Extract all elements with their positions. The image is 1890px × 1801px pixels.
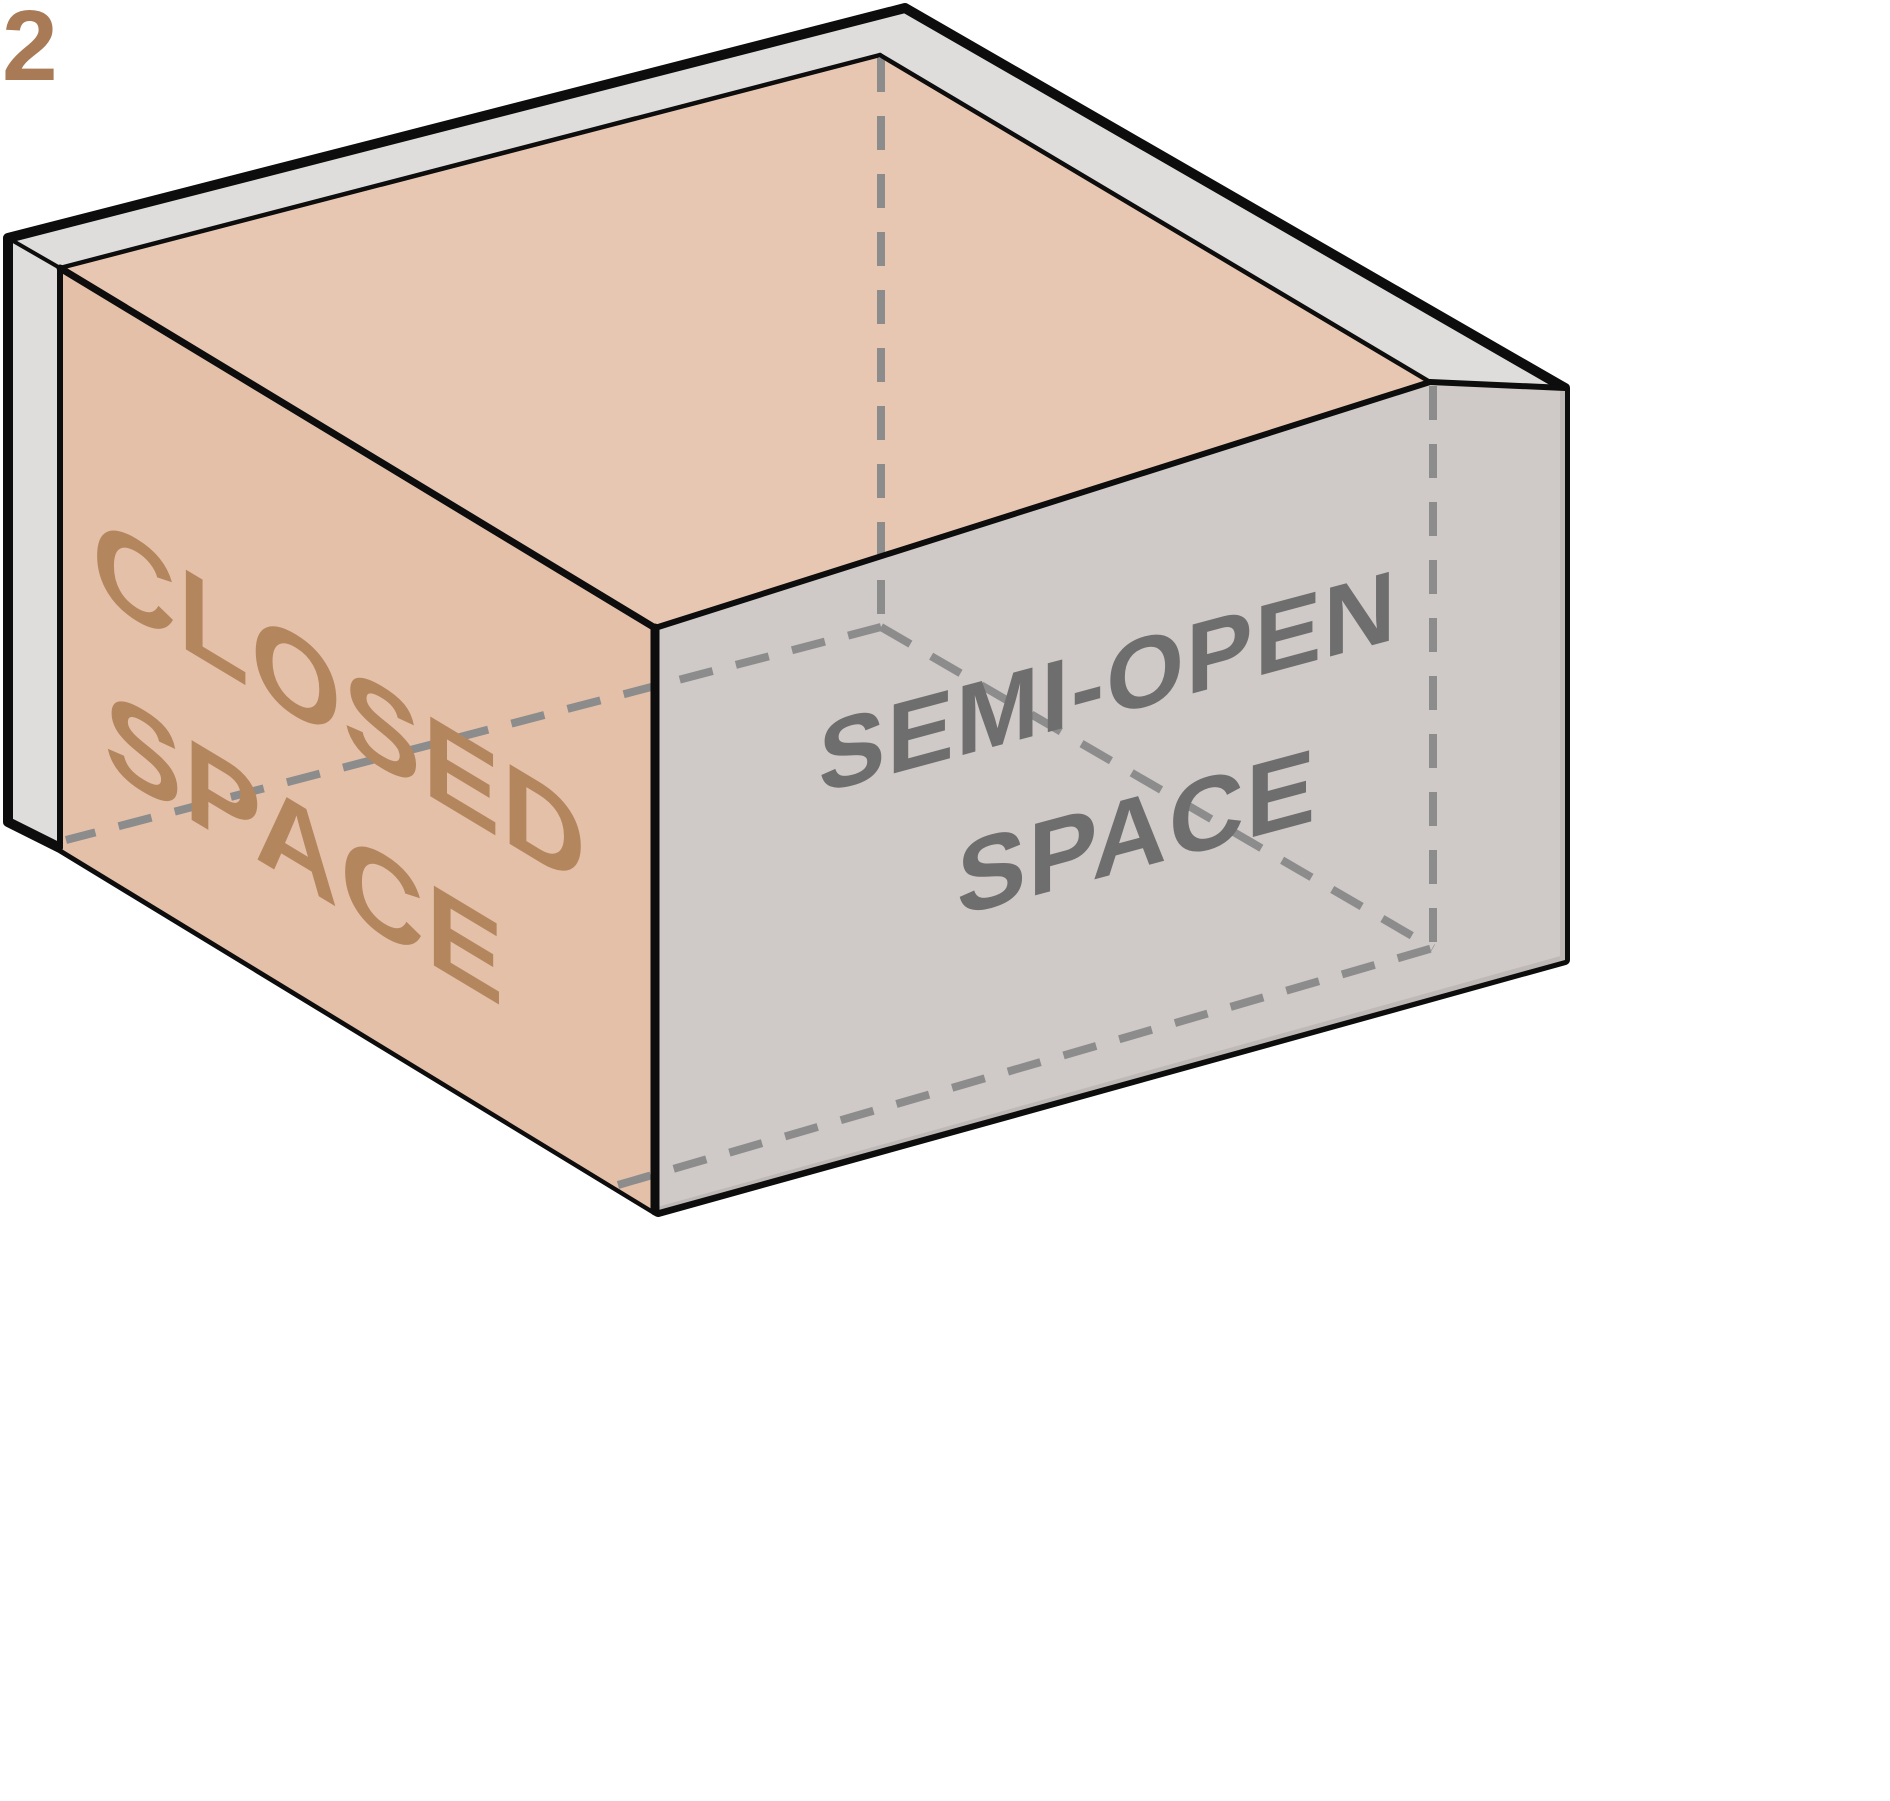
hidden-edges-group [64, 58, 1437, 1189]
edge-left-strip-top [6, 236, 62, 270]
edge-inner-rim-left [57, 52, 883, 271]
solid-edges-group [6, 52, 1568, 1216]
closed-space-face [60, 268, 655, 1211]
hidden-edge-floor-right [878, 623, 1436, 952]
edge-top-face-front-right [652, 379, 1433, 631]
edge-inner-rim-right [877, 52, 1433, 385]
top-face [60, 55, 1430, 628]
hidden-edge-floor-left [64, 623, 883, 844]
edge-right-wall-top [1427, 379, 1568, 391]
edge-left-wall-top [56, 264, 659, 632]
hidden-edge-floor-front-right [616, 944, 1435, 1189]
figure-number: 2 [2, 0, 58, 102]
